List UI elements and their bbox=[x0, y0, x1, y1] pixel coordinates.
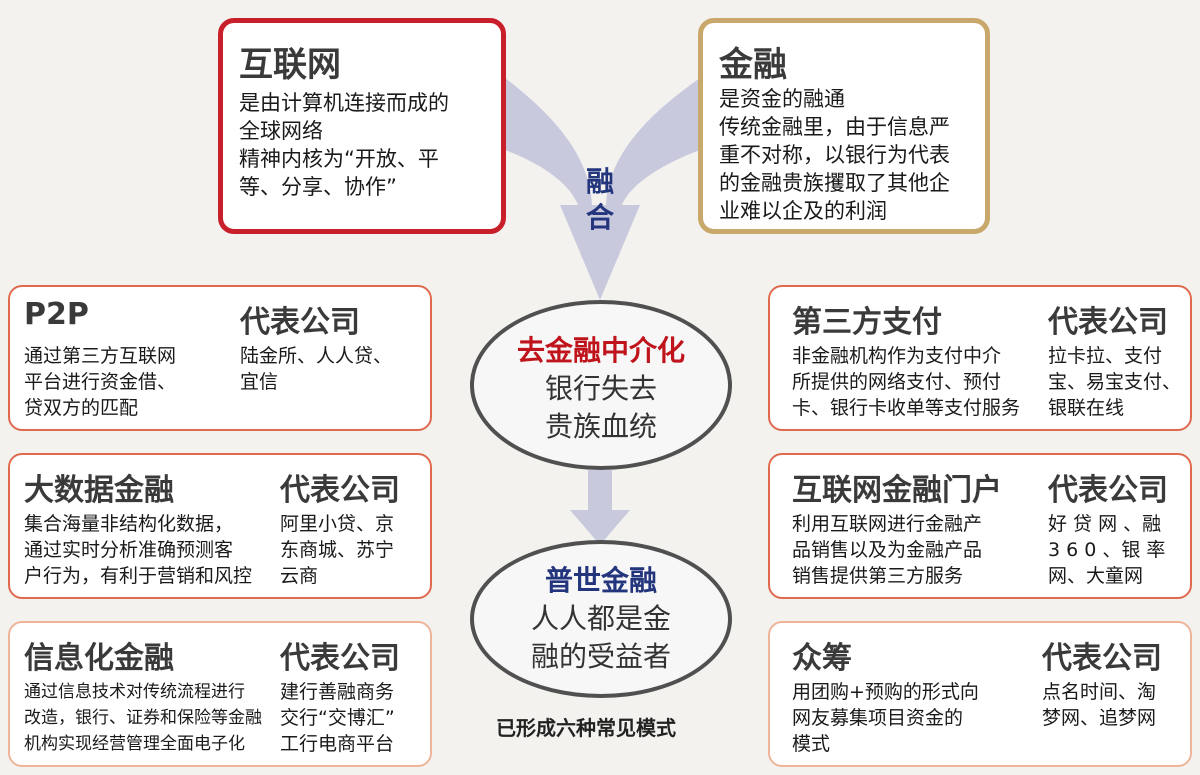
desc-line: 销售提供第三方服务 bbox=[792, 565, 964, 587]
mode-companies: 陆金所、人人贷、 宜信 bbox=[240, 343, 425, 395]
desc-line: 品销售以及为金融产品 bbox=[792, 539, 983, 561]
desc-line: 网友募集项目资金的 bbox=[792, 707, 964, 729]
company-line: 建行善融商务 bbox=[280, 681, 395, 703]
internet-desc-line: 等、分享、协作” bbox=[239, 175, 397, 199]
ellipse-bottom-highlight: 普世金融 bbox=[544, 564, 657, 597]
rep-company-label: 代表公司 bbox=[240, 305, 360, 340]
mode-title: 大数据金融 bbox=[24, 473, 174, 508]
finance-description: 是资金的融通 传统金融里，由于信息严 重不对称，以银行为代表 的金融贵族攫取了其… bbox=[719, 85, 987, 225]
finance-desc-line: 重不对称，以银行为代表 bbox=[719, 143, 950, 167]
internet-desc-line: 是由计算机连接而成的 bbox=[239, 91, 449, 115]
desc-line: 通过信息技术对传统流程进行 bbox=[24, 682, 245, 702]
mode-box-internet-finance-portal: 互联网金融门户 代表公司 利用互联网进行金融产 品销售以及为金融产品 销售提供第… bbox=[768, 453, 1192, 599]
merge-arrow-shape bbox=[505, 78, 700, 300]
mode-title: 信息化金融 bbox=[24, 641, 174, 676]
ellipse-bottom-line: 融的受益者 bbox=[530, 640, 671, 673]
rep-company-label: 代表公司 bbox=[1042, 641, 1162, 676]
internet-desc-line: 全球网络 bbox=[239, 119, 323, 143]
desc-line: 机构实现经营管理全面电子化 bbox=[24, 734, 245, 754]
rep-company-label: 代表公司 bbox=[1048, 305, 1168, 340]
desc-line: 集合海量非结构化数据， bbox=[24, 513, 234, 535]
desc-line: 户行为，有利于营销和风控 bbox=[24, 565, 253, 587]
company-line: 工行电商平台 bbox=[280, 733, 395, 755]
mode-companies: 阿里小贷、京 东商城、苏宁 云商 bbox=[280, 511, 425, 589]
company-line: 交行“交博汇” bbox=[280, 707, 395, 729]
mode-description: 利用互联网进行金融产 品销售以及为金融产品 销售提供第三方服务 bbox=[792, 511, 1042, 589]
ellipse-top-line: 贵族血统 bbox=[544, 410, 657, 443]
desc-line: 模式 bbox=[792, 733, 831, 755]
mode-box-p2p: P2P 代表公司 通过第三方互联网 平台进行资金借、 贷双方的匹配 陆金所、人人… bbox=[8, 285, 432, 431]
internet-box: 互联网 是由计算机连接而成的 全球网络 精神内核为“开放、平 等、分享、协作” bbox=[218, 18, 506, 234]
internet-description: 是由计算机连接而成的 全球网络 精神内核为“开放、平 等、分享、协作” bbox=[239, 89, 501, 201]
mode-companies: 好 贷 网 、融 3 6 0 、银 率 网、大童网 bbox=[1048, 511, 1188, 589]
mode-description: 通过第三方互联网 平台进行资金借、 贷双方的匹配 bbox=[24, 343, 239, 421]
company-line: 东商城、苏宁 bbox=[280, 539, 395, 561]
desc-line: 通过实时分析准确预测客 bbox=[24, 539, 234, 561]
finance-desc-line: 是资金的融通 bbox=[719, 87, 845, 111]
caption: 已形成六种常见模式 bbox=[496, 716, 676, 740]
finance-desc-line: 业难以企及的利润 bbox=[719, 199, 887, 223]
merge-label-1: 融 bbox=[586, 165, 615, 198]
mode-description: 通过信息技术对传统流程进行 改造，银行、证券和保险等金融 机构实现经营管理全面电… bbox=[24, 679, 282, 757]
company-line: 银联在线 bbox=[1048, 397, 1125, 419]
company-line: 点名时间、淘 bbox=[1042, 681, 1157, 703]
mode-companies: 拉卡拉、支付 宝、易宝支付、 银联在线 bbox=[1048, 343, 1188, 421]
merge-label-2: 合 bbox=[586, 201, 615, 234]
desc-line: 改造，银行、证券和保险等金融 bbox=[24, 708, 262, 728]
mode-title: 互联网金融门户 bbox=[792, 473, 1002, 508]
desc-line: 非金融机构作为支付中介 bbox=[792, 345, 1002, 367]
mode-title: P2P bbox=[24, 297, 89, 332]
company-line: 梦网、追梦网 bbox=[1042, 707, 1157, 729]
down-arrow-shape bbox=[570, 470, 630, 545]
desc-line: 平台进行资金借、 bbox=[24, 371, 177, 393]
ellipse-bottom-line: 人人都是金 bbox=[530, 602, 671, 635]
company-line: 陆金所、人人贷、 bbox=[240, 345, 393, 367]
company-line: 宝、易宝支付、 bbox=[1048, 371, 1182, 393]
finance-desc-line: 的金融贵族攫取了其他企 bbox=[719, 171, 950, 195]
mode-box-third-party-payment: 第三方支付 代表公司 非金融机构作为支付中介 所提供的网络支付、预付 卡、银行卡… bbox=[768, 285, 1192, 431]
company-line: 3 6 0 、银 率 bbox=[1048, 539, 1166, 561]
finance-desc-line: 传统金融里，由于信息严 bbox=[719, 115, 950, 139]
rep-company-label: 代表公司 bbox=[280, 473, 400, 508]
desc-line: 用团购+预购的形式向 bbox=[792, 681, 979, 703]
mode-title: 第三方支付 bbox=[792, 305, 942, 340]
rep-company-label: 代表公司 bbox=[280, 641, 400, 676]
company-line: 宜信 bbox=[240, 371, 279, 393]
mode-box-big-data: 大数据金融 代表公司 集合海量非结构化数据， 通过实时分析准确预测客 户行为，有… bbox=[8, 453, 432, 599]
mode-description: 用团购+预购的形式向 网友募集项目资金的 模式 bbox=[792, 679, 1037, 757]
company-line: 网、大童网 bbox=[1048, 565, 1144, 587]
desc-line: 卡、银行卡收单等支付服务 bbox=[792, 397, 1021, 419]
desc-line: 利用互联网进行金融产 bbox=[792, 513, 983, 535]
finance-box: 金融 是资金的融通 传统金融里，由于信息严 重不对称，以银行为代表 的金融贵族攫… bbox=[698, 18, 990, 234]
company-line: 阿里小贷、京 bbox=[280, 513, 395, 535]
mode-title: 众筹 bbox=[792, 641, 852, 676]
desc-line: 通过第三方互联网 bbox=[24, 345, 177, 367]
center-ellipse-bottom: 普世金融 人人都是金 融的受益者 bbox=[470, 540, 732, 698]
company-line: 拉卡拉、支付 bbox=[1048, 345, 1163, 367]
ellipse-top-highlight: 去金融中介化 bbox=[516, 334, 685, 367]
internet-desc-line: 精神内核为“开放、平 bbox=[239, 147, 439, 171]
mode-companies: 建行善融商务 交行“交博汇” 工行电商平台 bbox=[280, 679, 428, 757]
desc-line: 贷双方的匹配 bbox=[24, 397, 139, 419]
center-ellipse-top: 去金融中介化 银行失去 贵族血统 bbox=[470, 300, 732, 470]
rep-company-label: 代表公司 bbox=[1048, 473, 1168, 508]
mode-box-info-finance: 信息化金融 代表公司 通过信息技术对传统流程进行 改造，银行、证券和保险等金融 … bbox=[8, 621, 432, 767]
mode-description: 非金融机构作为支付中介 所提供的网络支付、预付 卡、银行卡收单等支付服务 bbox=[792, 343, 1047, 421]
desc-line: 所提供的网络支付、预付 bbox=[792, 371, 1002, 393]
mode-box-crowdfunding: 众筹 代表公司 用团购+预购的形式向 网友募集项目资金的 模式 点名时间、淘 梦… bbox=[768, 621, 1192, 767]
ellipse-top-line: 银行失去 bbox=[544, 372, 657, 405]
mode-companies: 点名时间、淘 梦网、追梦网 bbox=[1042, 679, 1187, 731]
internet-title: 互联网 bbox=[239, 45, 341, 85]
company-line: 云商 bbox=[280, 565, 319, 587]
finance-title: 金融 bbox=[719, 45, 787, 85]
company-line: 好 贷 网 、融 bbox=[1048, 513, 1162, 535]
mode-description: 集合海量非结构化数据， 通过实时分析准确预测客 户行为，有利于营销和风控 bbox=[24, 511, 284, 589]
